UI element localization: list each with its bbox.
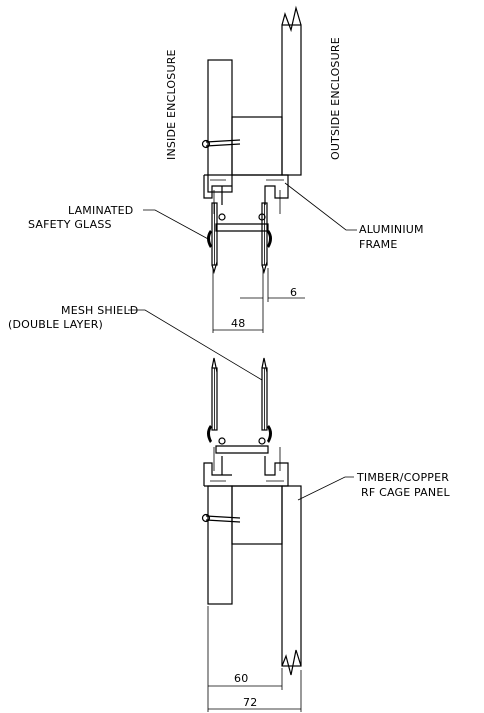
glass-label-line2: SAFETY GLASS [28,218,112,231]
frame-label-line1: ALUMINIUM [359,223,424,236]
outside-panel-bottom [281,485,302,667]
dimension-bottom [207,606,302,712]
inside-board-bottom [207,485,233,605]
aluminium-frame-bottom [203,437,289,487]
glass-top [207,202,272,275]
mesh-label-line2: (DOUBLE LAYER) [8,318,103,331]
inside-board-top [207,59,233,193]
dimension-top [212,268,305,333]
break-line-bottom [281,649,302,676]
inside-enclosure-label: INSIDE ENCLOSURE [165,49,178,160]
bottom-detail: 60 72 [201,357,302,712]
screw-top [201,139,241,149]
timber-block-top [231,116,283,176]
dim-inner-width-label: 60 [234,672,248,685]
leader-lines [128,182,357,501]
outside-enclosure-label: OUTSIDE ENCLOSURE [329,37,342,160]
dim-gap-label: 6 [290,286,297,299]
glass-bottom [207,357,272,443]
break-line-top [281,5,302,33]
top-detail: 6 48 [201,5,305,333]
panel-label-line1: TIMBER/COPPER [356,471,449,484]
frame-label-line2: FRAME [359,238,398,251]
dim-outer-width-label: 72 [243,696,257,709]
dim-top-width-label: 48 [231,317,245,330]
panel-label-line2: RF CAGE PANEL [361,486,450,499]
timber-block-bottom [231,485,283,545]
mesh-label-line1: MESH SHIELD [61,304,138,317]
outside-panel-top [281,24,302,176]
screw-bottom [201,513,241,523]
glass-label-line1: LAMINATED [68,204,133,217]
